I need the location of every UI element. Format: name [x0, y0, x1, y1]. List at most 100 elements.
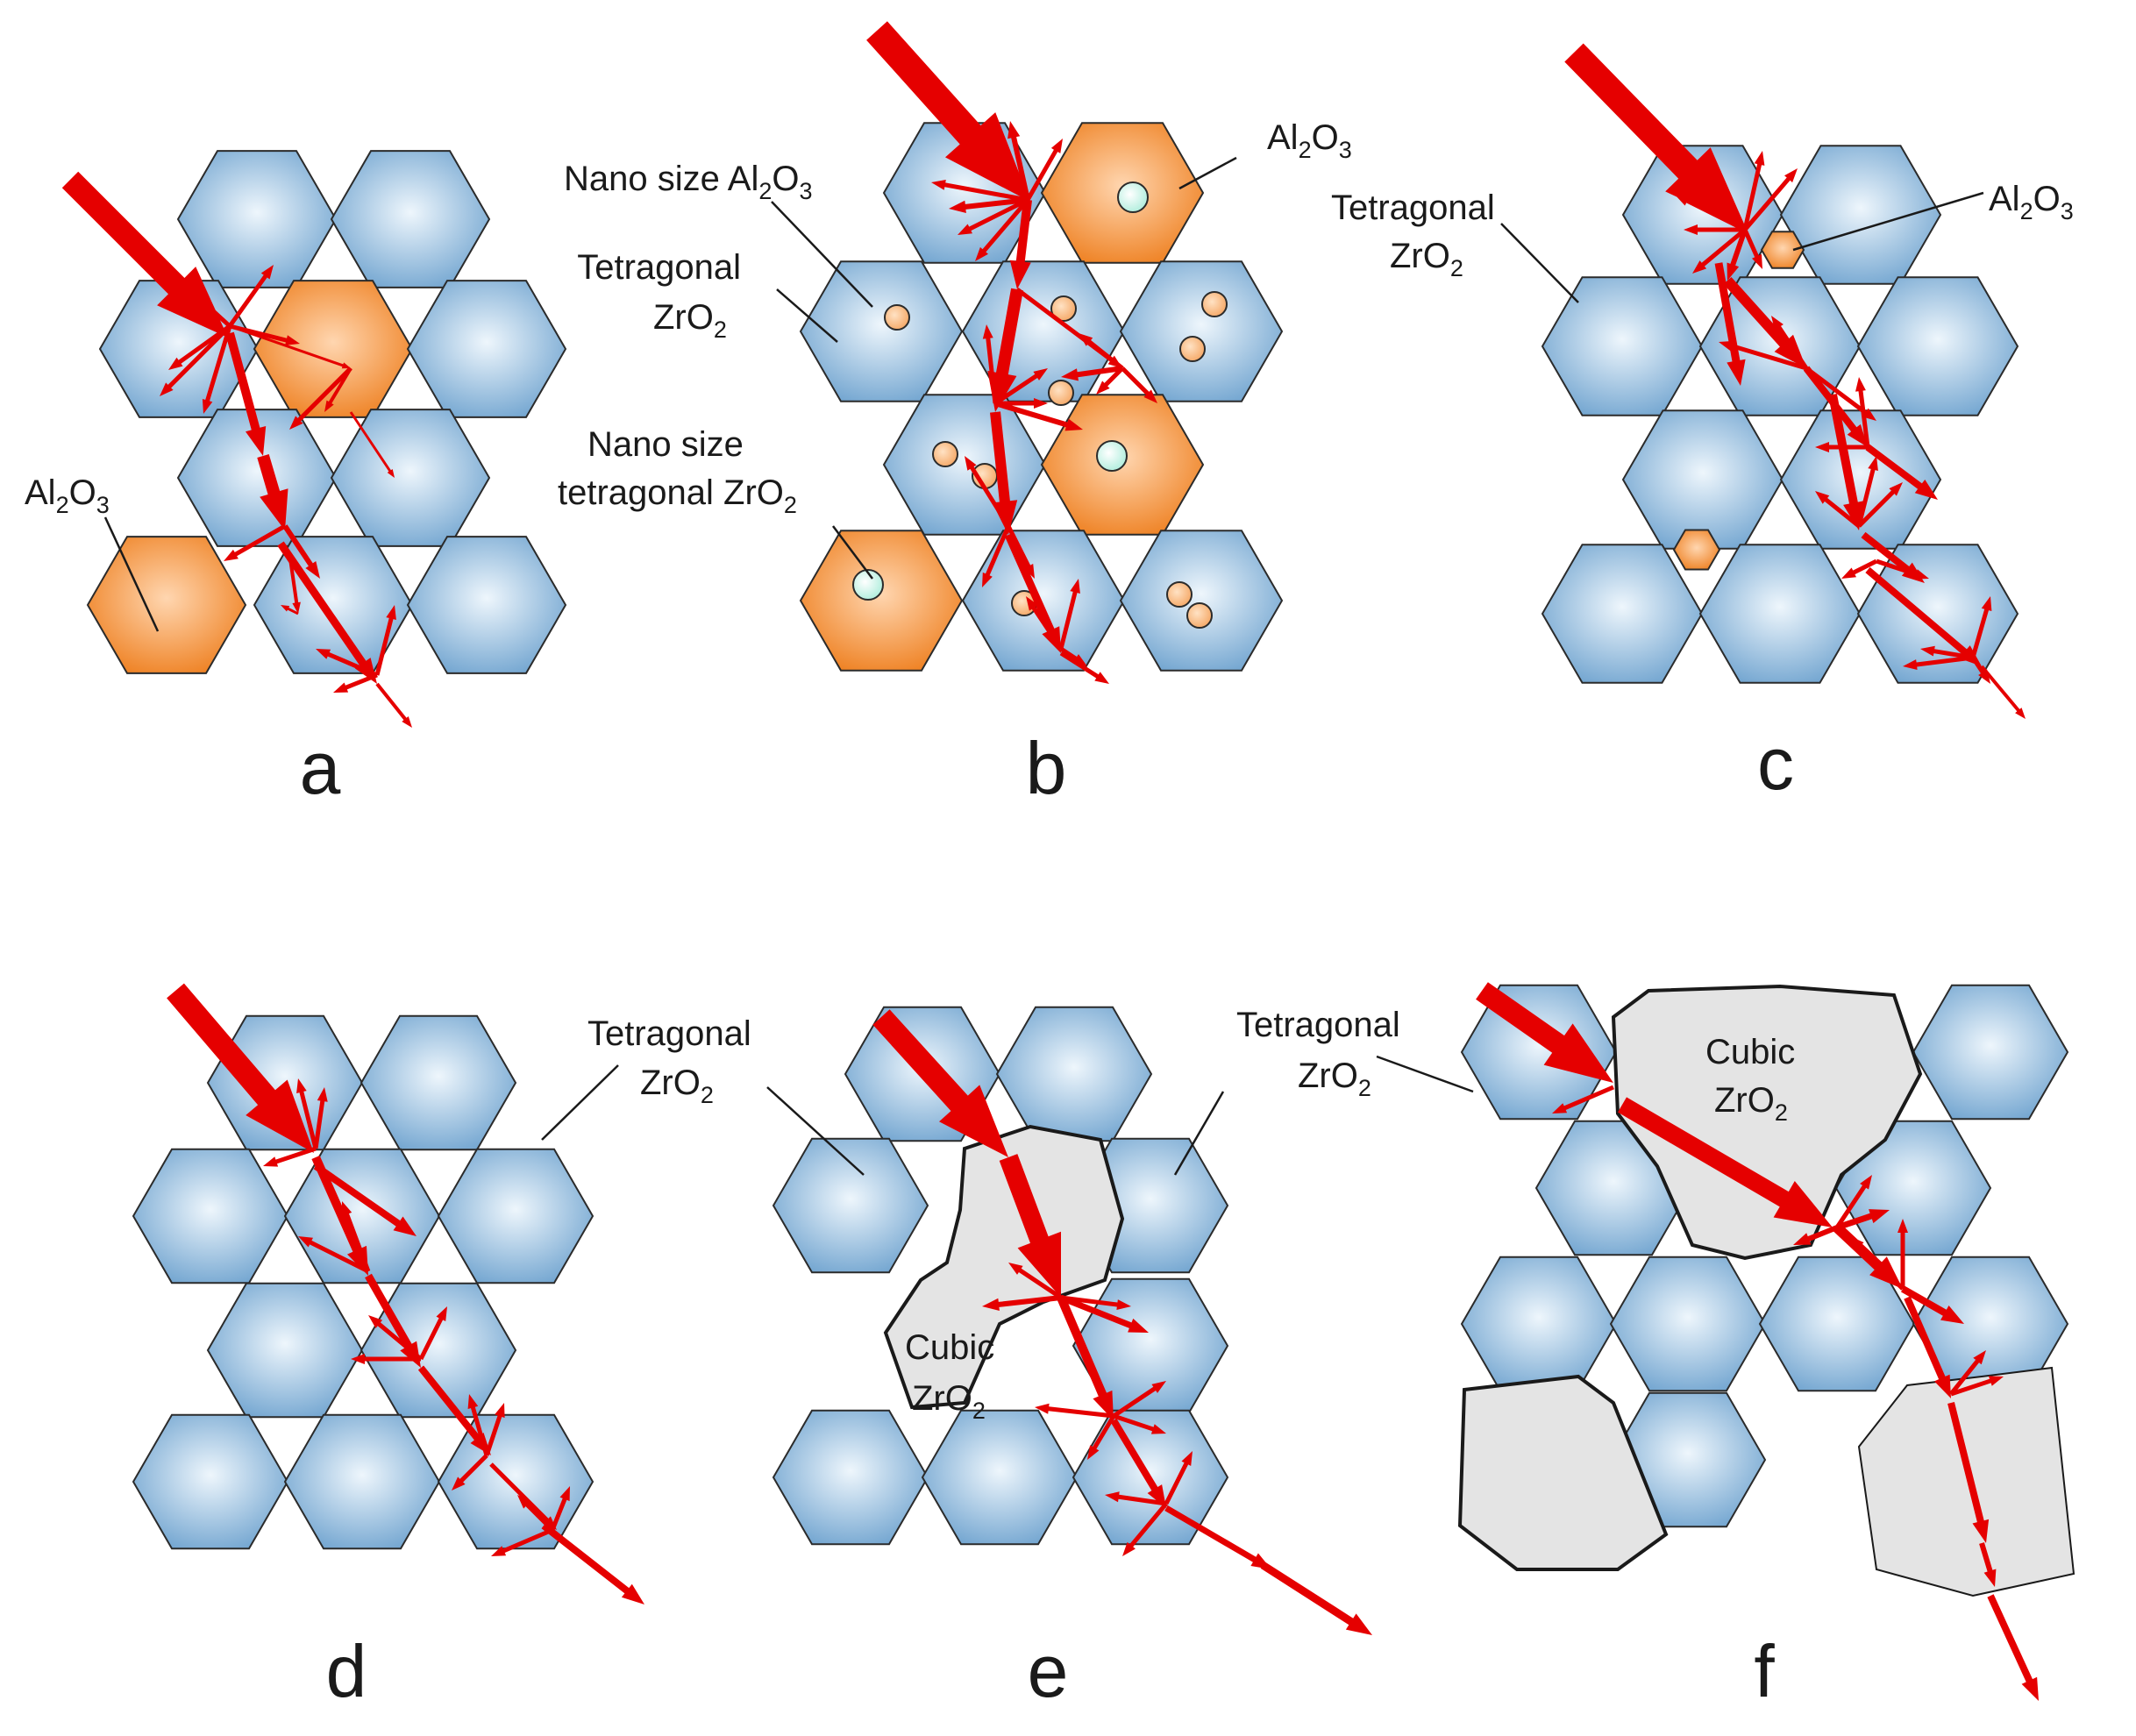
crack-arrow [281, 605, 299, 615]
crack-arrow [167, 983, 314, 1153]
crack-arrow [1684, 224, 1745, 235]
cubic-zro2-grain [1857, 1366, 2075, 1597]
cubic-zro2-grain [883, 1124, 1125, 1410]
nano-alumina-grain [1760, 231, 1805, 269]
tetragonal-zro2-grain [921, 1409, 1079, 1546]
crack-arrow [311, 1156, 368, 1276]
crack-arrow [282, 524, 320, 579]
crack-arrow [298, 1236, 370, 1274]
crack-arrow [1096, 366, 1124, 395]
crack-arrow [229, 324, 351, 369]
crack-arrow [1950, 1376, 2004, 1397]
label-zro2: ZrO2 [640, 1064, 714, 1108]
crack-arrow [1059, 651, 1109, 684]
crack-arrow [296, 1078, 318, 1149]
leader-line [103, 516, 160, 632]
crack-arrow [931, 180, 1029, 203]
label-nano-tetragonal-zro2: tetragonal ZrO2 [558, 473, 797, 518]
crack-arrow [1841, 559, 1878, 579]
crack-arrow [277, 541, 377, 684]
crack-arrow [257, 454, 288, 530]
crack-arrow [313, 1163, 417, 1236]
tetragonal-zro2-grain [406, 280, 567, 418]
crack-arrow [484, 1403, 505, 1456]
tetragonal-zro2-grain [1609, 1256, 1767, 1392]
crack-arrow [987, 288, 1023, 412]
tetragonal-zro2-grain [1460, 1256, 1618, 1392]
label-cubic: Cubic [1705, 1033, 1795, 1071]
tetragonal-zro2-grain [1621, 409, 1784, 550]
crack-arrow [1564, 43, 1747, 230]
leader-line [1500, 223, 1579, 303]
tetragonal-zro2-grain [360, 1014, 517, 1151]
crack-arrow [351, 1354, 421, 1364]
crack-arrow [1947, 1402, 1990, 1543]
crack-arrow [982, 1295, 1062, 1311]
panel-e: Tetragonal ZrO2 Cubic ZrO2 e [905, 1006, 1400, 1712]
nano-alumina-grain [1672, 529, 1721, 571]
label-cubic-zro2: ZrO2 [912, 1379, 986, 1424]
crack-arrow [1260, 1562, 1372, 1635]
label-zro2: ZrO2 [1298, 1057, 1371, 1101]
crack-arrow [263, 1146, 317, 1167]
crack-arrow [1855, 377, 1870, 448]
tetragonal-zro2-grain [330, 150, 491, 288]
crack-arrow [324, 367, 352, 412]
panel-b: Nano size Al2O3 Tetragonal ZrO2 Al2O3 Na… [558, 118, 1352, 809]
nano-zro2-particle [852, 569, 884, 601]
crack-arrow [418, 1306, 447, 1361]
crack-arrow [452, 1454, 488, 1491]
crack-arrow [541, 1522, 644, 1604]
crack-arrow [1850, 1236, 1905, 1291]
panel-a: Al2O3 a [25, 473, 341, 809]
crack-arrow [1771, 316, 1809, 370]
leader-line [1178, 156, 1237, 190]
crack-arrow [313, 1087, 328, 1149]
crack-arrow [368, 1315, 423, 1361]
crack-arrow [1835, 1209, 1890, 1231]
leader-line [776, 288, 838, 343]
crack-arrow [1876, 559, 1929, 580]
crack-arrow [288, 551, 301, 614]
crack-arrow [1719, 340, 1807, 371]
crack-arrow [1112, 1381, 1166, 1419]
panel-d: Tetragonal ZrO2 d [326, 1014, 751, 1712]
crack-arrow [1009, 199, 1032, 289]
leader-line [832, 525, 873, 580]
tetragonal-zro2-grain [772, 1137, 929, 1274]
leader-line [1173, 1091, 1225, 1176]
crack-arrow [1714, 262, 1746, 386]
crack-arrow [1004, 533, 1061, 653]
crack-arrow [1987, 1594, 2039, 1701]
crack-arrow [1026, 596, 1064, 651]
crack-arrow [1060, 1295, 1131, 1310]
leader-line [766, 1086, 865, 1176]
crack-arrow [228, 265, 274, 328]
tetragonal-zro2-grain [961, 530, 1126, 672]
crack-arrow [374, 605, 396, 676]
crack-arrow [225, 331, 267, 456]
tetragonal-zro2-grain [132, 1148, 289, 1284]
crack-arrow [1742, 151, 1765, 231]
crack-arrow [1979, 1542, 1997, 1587]
label-al2o3: Al2O3 [25, 473, 110, 518]
tetragonal-zro2-grain [330, 409, 491, 547]
crack-arrow [975, 198, 1029, 261]
crack-arrow [1025, 139, 1063, 202]
crack-arrow [467, 1394, 489, 1456]
crack-arrow [1618, 1097, 1833, 1227]
crack-arrow [1476, 982, 1613, 1083]
crack-arrow [1805, 366, 1876, 421]
alumina-grain [86, 536, 247, 674]
leader-line [1376, 1055, 1474, 1093]
crack-arrow [1903, 655, 1974, 670]
tetragonal-zro2-grain [882, 394, 1047, 536]
leader-line [1792, 191, 1984, 252]
crack-arrow [1061, 366, 1123, 381]
nano-al2o3-particle [1166, 581, 1193, 608]
crack-arrow [1743, 168, 1798, 231]
crack-arrow [1105, 1491, 1167, 1506]
tetragonal-zro2-grain [1119, 530, 1284, 672]
crack-arrow [949, 197, 1029, 213]
